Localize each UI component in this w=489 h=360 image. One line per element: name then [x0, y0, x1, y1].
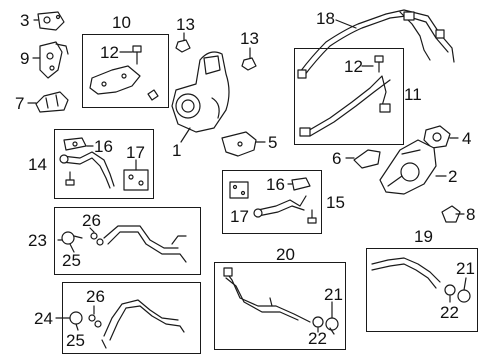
- callout-26: 26: [86, 287, 105, 306]
- callout-13: 13: [176, 15, 195, 34]
- callout-1: 1: [172, 141, 182, 160]
- bolt-icon: [65, 171, 75, 186]
- callout-8: 8: [466, 205, 476, 224]
- callout-11: 11: [404, 85, 422, 104]
- gasket-icon: [229, 181, 249, 199]
- callout-23: 23: [28, 231, 47, 250]
- callout-18: 18: [316, 9, 335, 28]
- turbocharger-icon: [171, 51, 230, 133]
- callout-16: 16: [94, 137, 113, 156]
- group-box-10: [82, 34, 169, 108]
- callout-20: 20: [276, 245, 295, 264]
- clamp-icon: [147, 89, 159, 101]
- group-box-24: [62, 282, 201, 354]
- callout-21: 21: [324, 285, 343, 304]
- callout-9: 9: [20, 49, 30, 68]
- fitting-icon: [175, 39, 191, 53]
- callout-22: 22: [440, 303, 459, 322]
- group-box-14: [54, 129, 154, 199]
- gasket-icon: [63, 137, 87, 151]
- fitting-icon: [444, 284, 471, 303]
- oil-tube-icon: [371, 257, 441, 289]
- gasket-icon: [291, 177, 311, 191]
- bracket-icon: [221, 131, 257, 157]
- bracket-icon: [89, 65, 141, 95]
- bracket-icon: [353, 149, 381, 169]
- group-box-11: [294, 48, 404, 145]
- callout-14: 14: [28, 155, 47, 174]
- callout-17: 17: [230, 207, 249, 226]
- callout-13: 13: [240, 29, 259, 48]
- callout-3: 3: [20, 11, 30, 30]
- callout-4: 4: [462, 129, 472, 148]
- hose-assembly-icon: [297, 9, 455, 79]
- callout-19: 19: [414, 227, 433, 246]
- group-box-20: [214, 262, 346, 350]
- clamp-icon: [90, 232, 104, 246]
- heat-shield-icon: [379, 139, 437, 195]
- callout-17: 17: [126, 143, 145, 162]
- clamp-icon: [441, 205, 461, 223]
- callout-12: 12: [100, 43, 119, 62]
- gasket-icon: [423, 125, 451, 149]
- callout-25: 25: [62, 251, 81, 270]
- bracket-icon: [39, 41, 69, 79]
- bracket-icon: [35, 91, 69, 113]
- callout-22: 22: [308, 329, 327, 348]
- callout-7: 7: [15, 94, 25, 113]
- callout-15: 15: [326, 193, 345, 212]
- fitting-icon: [241, 57, 257, 71]
- group-box-15: [222, 170, 322, 234]
- bolt-icon: [307, 209, 317, 224]
- oil-tube-icon: [59, 151, 115, 189]
- bolt-icon: [132, 45, 142, 65]
- callout-10: 10: [112, 13, 131, 32]
- group-box-23: [54, 207, 201, 275]
- oil-tube-icon: [103, 225, 187, 263]
- callout-21: 21: [456, 259, 475, 278]
- callout-16: 16: [266, 175, 285, 194]
- oil-tube-icon: [223, 267, 311, 323]
- group-box-19: [366, 248, 478, 332]
- callout-26: 26: [82, 211, 101, 230]
- clamp-icon: [88, 314, 102, 328]
- callout-2: 2: [448, 167, 458, 186]
- gasket-icon: [37, 11, 65, 31]
- oil-tube-icon: [101, 299, 185, 349]
- callout-12: 12: [344, 57, 363, 76]
- callout-24: 24: [34, 309, 53, 328]
- callout-6: 6: [332, 149, 342, 168]
- bolt-icon: [374, 55, 384, 73]
- callout-25: 25: [66, 331, 85, 350]
- fitting-icon: [61, 231, 83, 245]
- callout-5: 5: [268, 133, 278, 152]
- oil-tube-icon: [299, 75, 391, 137]
- oil-tube-icon: [253, 195, 307, 218]
